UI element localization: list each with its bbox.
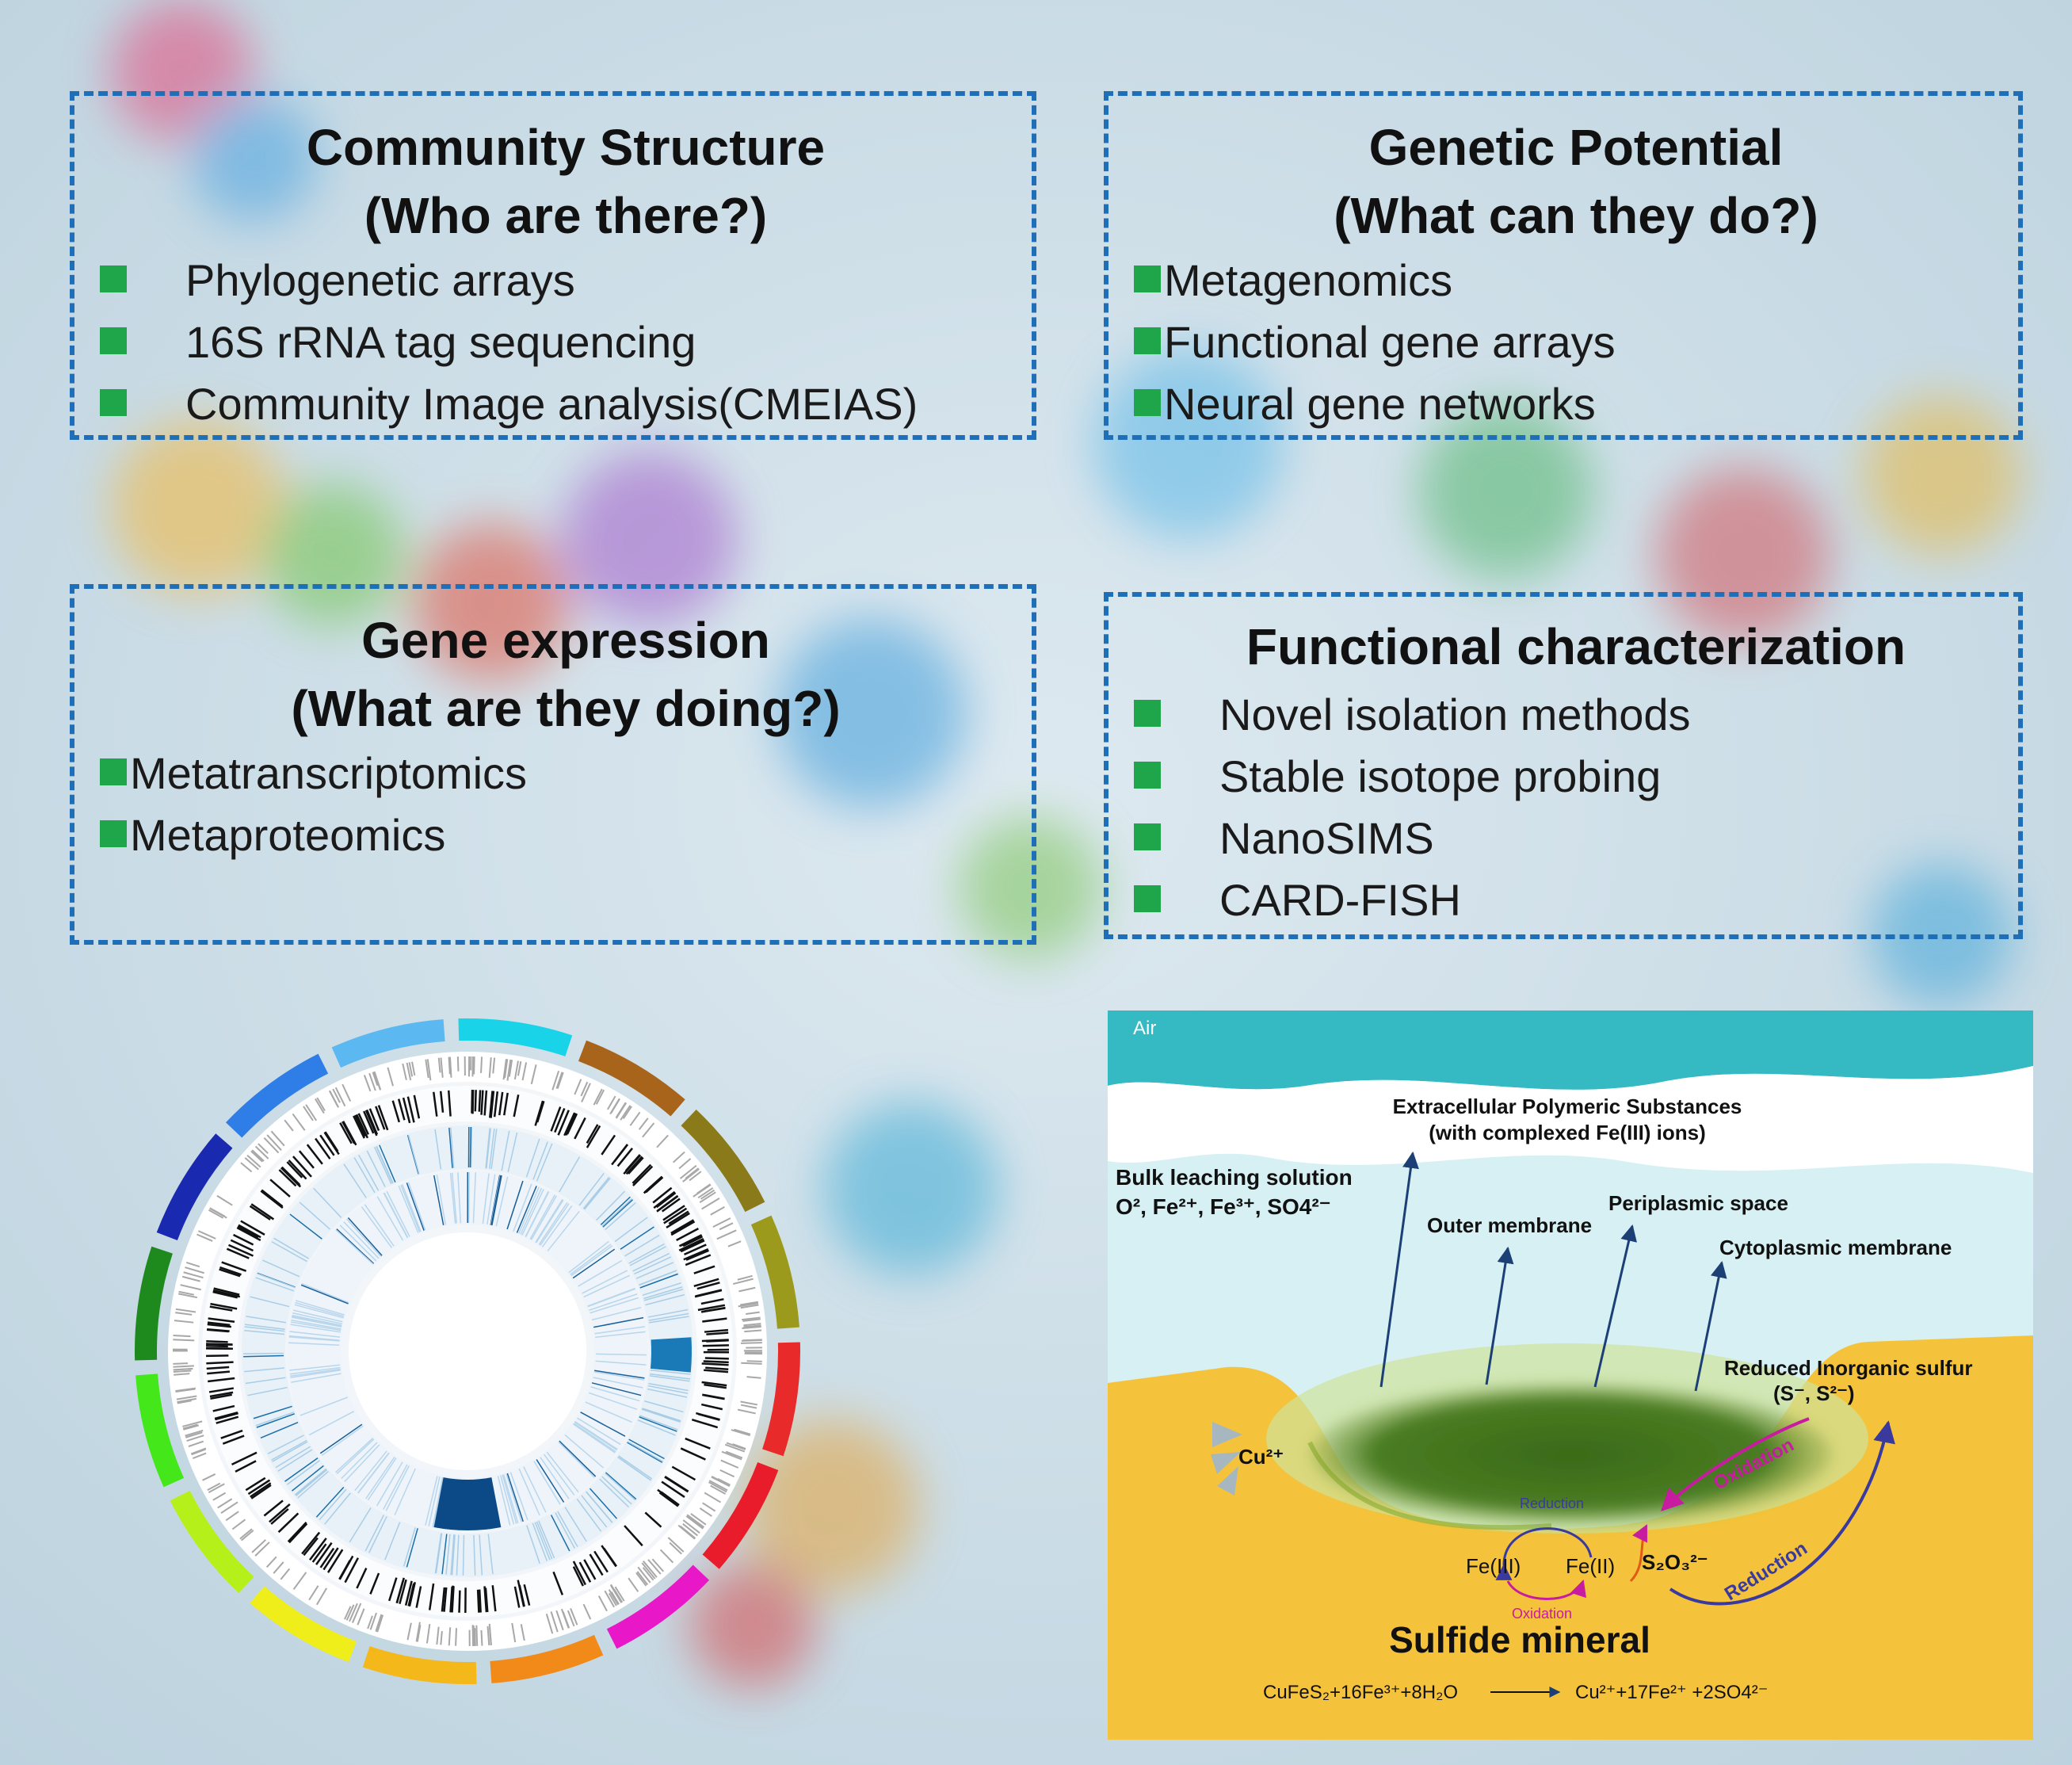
- cytoplasmic-membrane-label: Cytoplasmic membrane: [1719, 1236, 1952, 1259]
- functional-characterization-panel: Functional characterization Novel isolat…: [1104, 592, 2023, 939]
- fe3-label: Fe(III): [1466, 1554, 1521, 1578]
- bullet-square-icon: [1134, 700, 1161, 727]
- community-structure-panel: Community Structure (Who are there?) Phy…: [70, 91, 1036, 440]
- reduced-sulfur-label-line2: (S⁻, S²⁻): [1773, 1381, 1855, 1405]
- sulfide-mineral-title: Sulfide mineral: [1389, 1619, 1650, 1660]
- periplasmic-space-label: Periplasmic space: [1608, 1191, 1788, 1215]
- circos-genome-plot: [135, 1018, 800, 1684]
- gene-expression-title: Gene expression: [361, 612, 770, 669]
- circos-segment: [458, 1018, 573, 1056]
- list-item: NanoSIMS: [1134, 808, 2018, 869]
- eps-label-line2: (with complexed Fe(III) ions): [1429, 1121, 1706, 1144]
- bullet-square-icon: [100, 820, 127, 847]
- reduction-small-label: Reduction: [1520, 1496, 1584, 1511]
- list-item: Functional gene arrays: [1134, 311, 2018, 373]
- circos-segment: [762, 1342, 800, 1457]
- genetic-potential-title: Genetic Potential: [1368, 119, 1784, 176]
- circos-outer-ring: [135, 1018, 800, 1684]
- circos-segment: [490, 1634, 604, 1683]
- list-item: Metatranscriptomics: [100, 743, 1032, 804]
- bullet-square-icon: [100, 266, 127, 292]
- bullet-square-icon: [100, 758, 127, 785]
- outer-membrane-label: Outer membrane: [1427, 1213, 1592, 1237]
- circos-segment: [135, 1373, 185, 1488]
- circos-segment: [750, 1215, 799, 1329]
- circos-segment: [331, 1019, 445, 1068]
- eps-layer: [1108, 1066, 2033, 1173]
- reduced-sulfur-label-line1: Reduced Inorganic sulfur: [1724, 1356, 1973, 1380]
- list-item: Metagenomics: [1134, 250, 2018, 311]
- bioleaching-diagram: Air Extracellular Polymeric Substances (…: [1108, 1010, 2033, 1740]
- list-item: Neural gene networks: [1134, 373, 2018, 435]
- community-structure-subtitle: (Who are there?): [364, 187, 768, 244]
- eps-label-line1: Extracellular Polymeric Substances: [1393, 1095, 1742, 1118]
- bullet-square-icon: [100, 389, 127, 416]
- bulk-solution-label-line2: O², Fe²⁺, Fe³⁺, SO4²⁻: [1116, 1194, 1330, 1219]
- list-item: Metaproteomics: [100, 804, 1032, 866]
- circos-segment: [578, 1040, 685, 1117]
- gene-expression-subtitle: (What are they doing?): [291, 680, 841, 737]
- circos-tracks: [168, 1052, 767, 1651]
- thiosulfate-label: S₂O₃²⁻: [1642, 1550, 1708, 1574]
- equation-right: Cu²⁺+17Fe²⁺ +2SO4²⁻: [1575, 1682, 1768, 1703]
- list-item: 16S rRNA tag sequencing: [100, 311, 1032, 373]
- fe2-label: Fe(II): [1566, 1554, 1615, 1578]
- list-item: Stable isotope probing: [1134, 746, 2018, 808]
- circos-segment: [170, 1490, 254, 1594]
- circos-segment: [681, 1109, 765, 1213]
- circos-segment: [606, 1564, 710, 1649]
- bullet-square-icon: [1134, 885, 1161, 912]
- circos-segment: [135, 1246, 173, 1361]
- bullet-square-icon: [1134, 327, 1161, 354]
- gene-expression-panel: Gene expression (What are they doing?) M…: [70, 584, 1036, 945]
- circos-segment: [225, 1053, 329, 1138]
- bullet-square-icon: [1134, 762, 1161, 789]
- circos-segment: [156, 1133, 233, 1241]
- bullet-square-icon: [100, 327, 127, 354]
- bullet-square-icon: [1134, 823, 1161, 850]
- equation-left: CuFeS₂+16Fe³⁺+8H₂O: [1263, 1682, 1458, 1703]
- genetic-potential-panel: Genetic Potential (What can they do?) Me…: [1104, 91, 2023, 440]
- air-label: Air: [1133, 1018, 1156, 1039]
- air-layer: [1108, 1010, 2033, 1090]
- community-structure-title: Community Structure: [306, 119, 826, 176]
- circos-segment: [702, 1461, 779, 1569]
- list-item: Phylogenetic arrays: [100, 250, 1032, 311]
- list-item: Community Image analysis(CMEIAS): [100, 373, 1032, 435]
- list-item: CARD-FISH: [1134, 869, 2018, 931]
- bulk-solution-label-line1: Bulk leaching solution: [1116, 1165, 1353, 1190]
- functional-characterization-title: Functional characterization: [1246, 618, 1906, 675]
- circos-segment: [362, 1646, 477, 1684]
- bacterial-cell: [1310, 1383, 1833, 1526]
- oxidation-small-label: Oxidation: [1512, 1606, 1572, 1622]
- list-item: Novel isolation methods: [1134, 684, 2018, 746]
- bullet-square-icon: [1134, 266, 1161, 292]
- bullet-square-icon: [1134, 389, 1161, 416]
- copper-ion-label: Cu²⁺: [1238, 1445, 1284, 1469]
- circos-segment: [250, 1586, 357, 1663]
- genetic-potential-subtitle: (What can they do?): [1334, 187, 1818, 244]
